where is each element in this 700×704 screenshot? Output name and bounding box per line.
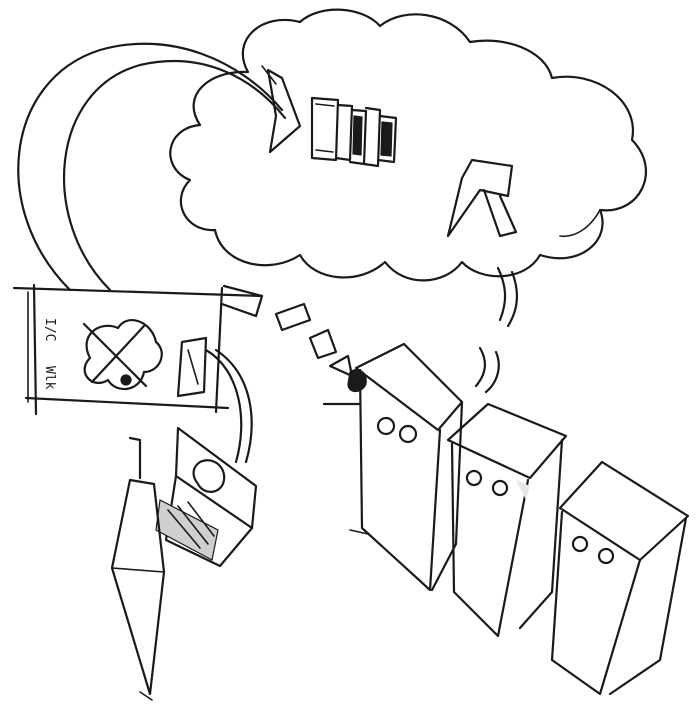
door-right <box>446 158 518 238</box>
cabinet-1 <box>322 342 464 592</box>
door-left <box>261 65 302 154</box>
panel-text-ic: I/C <box>42 318 57 341</box>
stand-easel <box>110 436 166 701</box>
dashed-arrow-panel-to-cabinets <box>274 302 354 378</box>
clock-icon <box>82 318 163 390</box>
books-stack <box>310 96 398 168</box>
cabinet-3 <box>550 460 690 696</box>
arrow-curve-inner <box>62 60 287 292</box>
arrow-panel-to-device <box>204 348 243 464</box>
cloud-outline <box>169 8 648 282</box>
info-panel <box>12 283 264 416</box>
arrow-curve-outer <box>17 42 284 292</box>
cabinet-2 <box>446 402 568 638</box>
device-box <box>155 426 258 568</box>
panel-text-wlk: Wlk <box>42 366 57 390</box>
dashed-arrow-cloud-to-cabinets <box>474 266 518 394</box>
